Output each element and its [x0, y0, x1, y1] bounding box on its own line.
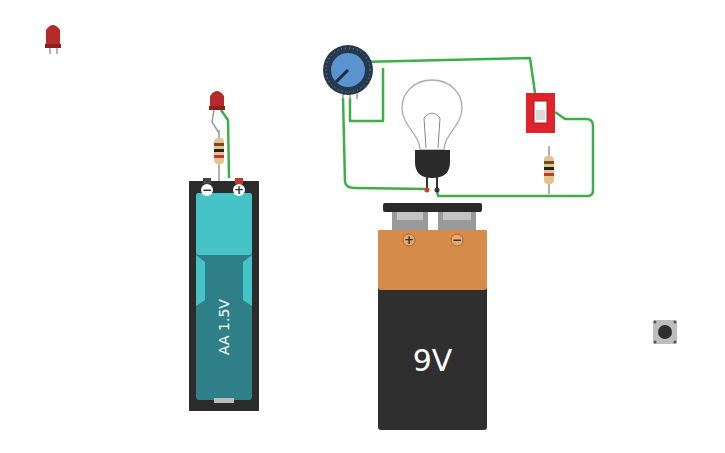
switch-body	[526, 93, 555, 133]
terminal-sign: −	[451, 234, 463, 246]
battery-body	[378, 230, 487, 430]
terminal	[443, 212, 471, 220]
slide-switch	[526, 93, 555, 133]
led	[45, 25, 61, 54]
resistor-body	[544, 156, 554, 184]
button-pin	[654, 341, 657, 344]
button-body	[653, 320, 677, 344]
battery-cap	[383, 203, 482, 212]
resistor-band	[214, 149, 224, 152]
switch-slot	[534, 101, 547, 123]
terminal-sign: −	[201, 184, 213, 196]
bulb-pin	[425, 188, 430, 193]
bulb-pin	[435, 188, 440, 193]
pot-knob	[331, 53, 365, 87]
pot-scale	[326, 48, 370, 92]
nine-volt-body: 9V	[378, 292, 487, 428]
battery-holder	[189, 181, 259, 411]
aa-battery	[189, 178, 259, 411]
led-leg	[49, 48, 51, 54]
terminal-sign: +	[233, 184, 245, 196]
resistor-body	[214, 138, 224, 164]
battery-text: 9V	[413, 343, 453, 378]
led-leg	[56, 48, 58, 54]
button-pin	[654, 321, 657, 324]
terminal-sign: +	[403, 234, 415, 246]
resistor-band	[544, 167, 554, 170]
switch-knob	[536, 110, 545, 120]
potentiometer	[323, 45, 373, 99]
battery-label-band	[378, 230, 487, 290]
terminal-mark	[233, 184, 245, 196]
aa-battery-cell: AA 1.5V	[196, 256, 252, 398]
led-rim	[209, 106, 225, 110]
button-cap	[658, 325, 672, 339]
terminal-mark	[201, 184, 213, 196]
pot-body	[323, 45, 373, 95]
wires	[221, 58, 593, 196]
battery-contact	[214, 398, 234, 403]
led	[209, 91, 225, 133]
bulb-filament	[424, 113, 440, 148]
led-body	[210, 91, 224, 108]
battery-cell	[196, 193, 252, 400]
battery-text: AA 1.5V	[216, 299, 232, 355]
pushbutton	[653, 320, 677, 344]
resistor-band	[544, 173, 554, 176]
bulb-glass	[402, 80, 462, 150]
pot-pointer	[336, 70, 348, 82]
terminal	[392, 210, 428, 232]
led-rim	[45, 44, 61, 48]
battery-cell-top	[196, 193, 252, 255]
resistor-band	[214, 143, 224, 146]
terminal	[397, 212, 423, 220]
resistor-band	[544, 161, 554, 164]
resistor	[214, 130, 224, 182]
led-body	[46, 25, 60, 47]
led-leg	[212, 110, 219, 133]
resistor	[544, 146, 554, 194]
battery-notch	[196, 255, 252, 306]
terminal-mark	[451, 234, 463, 246]
terminal-mark	[403, 234, 415, 246]
bulb-base	[415, 150, 450, 178]
resistor-band	[214, 155, 224, 158]
light-bulb	[402, 80, 462, 193]
nine-volt-battery	[378, 203, 487, 430]
button-pin	[674, 341, 677, 344]
button-pin	[674, 321, 677, 324]
wire	[437, 112, 593, 196]
terminal	[438, 210, 476, 232]
